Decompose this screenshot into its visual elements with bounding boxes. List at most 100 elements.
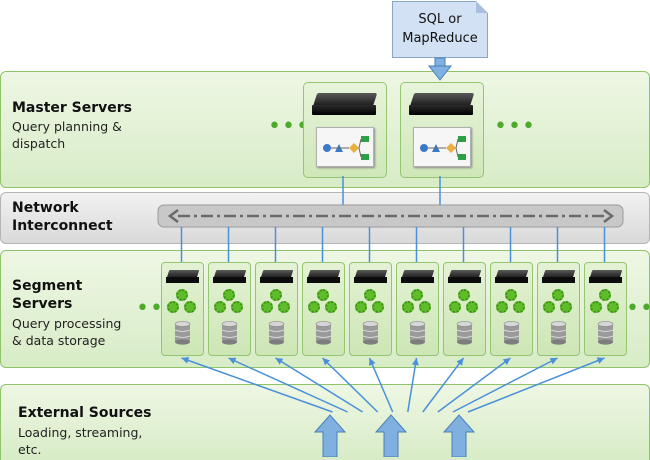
database-icon: [221, 321, 238, 345]
load-arrowhead: [181, 357, 190, 364]
database-icon: [174, 321, 191, 345]
gear-icon: [355, 301, 367, 313]
load-fan-lines: [181, 357, 605, 413]
network-title-line2: Interconnect: [12, 218, 113, 234]
external-subtitle-line1: Loading, streaming,: [18, 425, 143, 440]
segment-link-group: [180, 227, 606, 262]
load-arrow-group: [313, 414, 476, 457]
gear-icon: [317, 289, 329, 301]
gear-icon: [402, 301, 414, 313]
database-icon: [597, 321, 614, 345]
load-arrowhead: [596, 357, 605, 364]
load-fan-line: [368, 357, 394, 413]
segment-server-card: [349, 262, 392, 356]
server-front: [409, 105, 473, 115]
query-down-arrow: [427, 57, 453, 81]
server-front: [312, 105, 376, 115]
server-front: [401, 277, 434, 283]
gear-icon: [411, 289, 423, 301]
segment-server-card: [443, 262, 486, 356]
load-fan-line: [275, 357, 364, 413]
load-fan-line: [228, 357, 348, 413]
segment-server-card: [396, 262, 439, 356]
database-icon: [268, 321, 285, 345]
database-icon: [409, 321, 426, 345]
database-icon: [503, 321, 520, 345]
database-icon: [456, 321, 473, 345]
gear-icon: [552, 289, 564, 301]
load-arrowhead: [456, 358, 464, 366]
load-arrowhead: [275, 358, 284, 365]
server-front: [495, 277, 528, 283]
load-up-arrow: [374, 414, 408, 457]
segment-server-card: [208, 262, 251, 356]
master-subtitle-line1: Query planning &: [12, 119, 122, 134]
gear-icon: [599, 289, 611, 301]
workflow-screen-icon: [413, 127, 471, 167]
load-fan-line: [437, 357, 511, 413]
gear-icon: [513, 301, 525, 313]
gear-icon: [184, 301, 196, 313]
load-arrowhead: [549, 358, 558, 365]
server-front: [589, 277, 622, 283]
segment-server-card: [537, 262, 580, 356]
load-arrowhead: [228, 357, 237, 365]
gear-icon: [364, 289, 376, 301]
database-icon: [550, 321, 567, 345]
gear-icon: [419, 301, 431, 313]
load-fan-line: [422, 357, 465, 413]
workflow-screen-icon: [316, 127, 374, 167]
gear-icon: [466, 301, 478, 313]
segment-server-card: [302, 262, 345, 356]
load-fan-line: [181, 357, 333, 413]
gear-icon: [590, 301, 602, 313]
master-ellipsis-right: •••: [494, 114, 536, 139]
load-arrowhead: [369, 358, 376, 366]
gear-icon: [372, 301, 384, 313]
segment-server-card: [584, 262, 627, 356]
gear-icon: [167, 301, 179, 313]
gear-icon: [325, 301, 337, 313]
load-fan-line: [321, 357, 379, 413]
load-arrowhead: [502, 358, 511, 365]
query-note-line2: MapReduce: [402, 31, 478, 46]
load-fan-line: [452, 357, 558, 413]
server-front: [542, 277, 575, 283]
interconnect-bar: [157, 204, 624, 228]
database-icon: [315, 321, 332, 345]
master-ellipsis-left: •••: [268, 114, 310, 139]
segment-server-card: [161, 262, 204, 356]
server-front: [354, 277, 387, 283]
server-front: [307, 277, 340, 283]
gear-icon: [308, 301, 320, 313]
segment-subtitle-line2: & data storage: [12, 333, 106, 348]
gear-icon: [560, 301, 572, 313]
master-server-card: [303, 82, 387, 178]
gear-icon: [176, 289, 188, 301]
query-note-line1: SQL or: [418, 12, 462, 27]
gear-icon: [223, 289, 235, 301]
segment-ellipsis-right: •••: [626, 296, 650, 321]
gear-icon: [543, 301, 555, 313]
gear-icon: [449, 301, 461, 313]
gear-icon: [505, 289, 517, 301]
load-up-arrow: [442, 414, 476, 457]
segment-server-card: [255, 262, 298, 356]
segment-title-line1: Segment: [12, 278, 83, 294]
note-fold: [476, 1, 488, 13]
load-up-arrow: [313, 414, 347, 457]
network-title-line1: Network: [12, 200, 79, 216]
segment-title-line2: Servers: [12, 296, 73, 312]
load-arrowhead: [411, 358, 419, 366]
external-subtitle-line2: etc.: [18, 442, 42, 457]
gear-icon: [261, 301, 273, 313]
gear-icon: [458, 289, 470, 301]
segment-server-card: [490, 262, 533, 356]
gear-icon: [607, 301, 619, 313]
load-fan-line: [407, 357, 418, 413]
gear-icon: [278, 301, 290, 313]
master-server-card: [400, 82, 484, 178]
external-title: External Sources: [18, 405, 152, 421]
master-title: Master Servers: [12, 100, 133, 116]
